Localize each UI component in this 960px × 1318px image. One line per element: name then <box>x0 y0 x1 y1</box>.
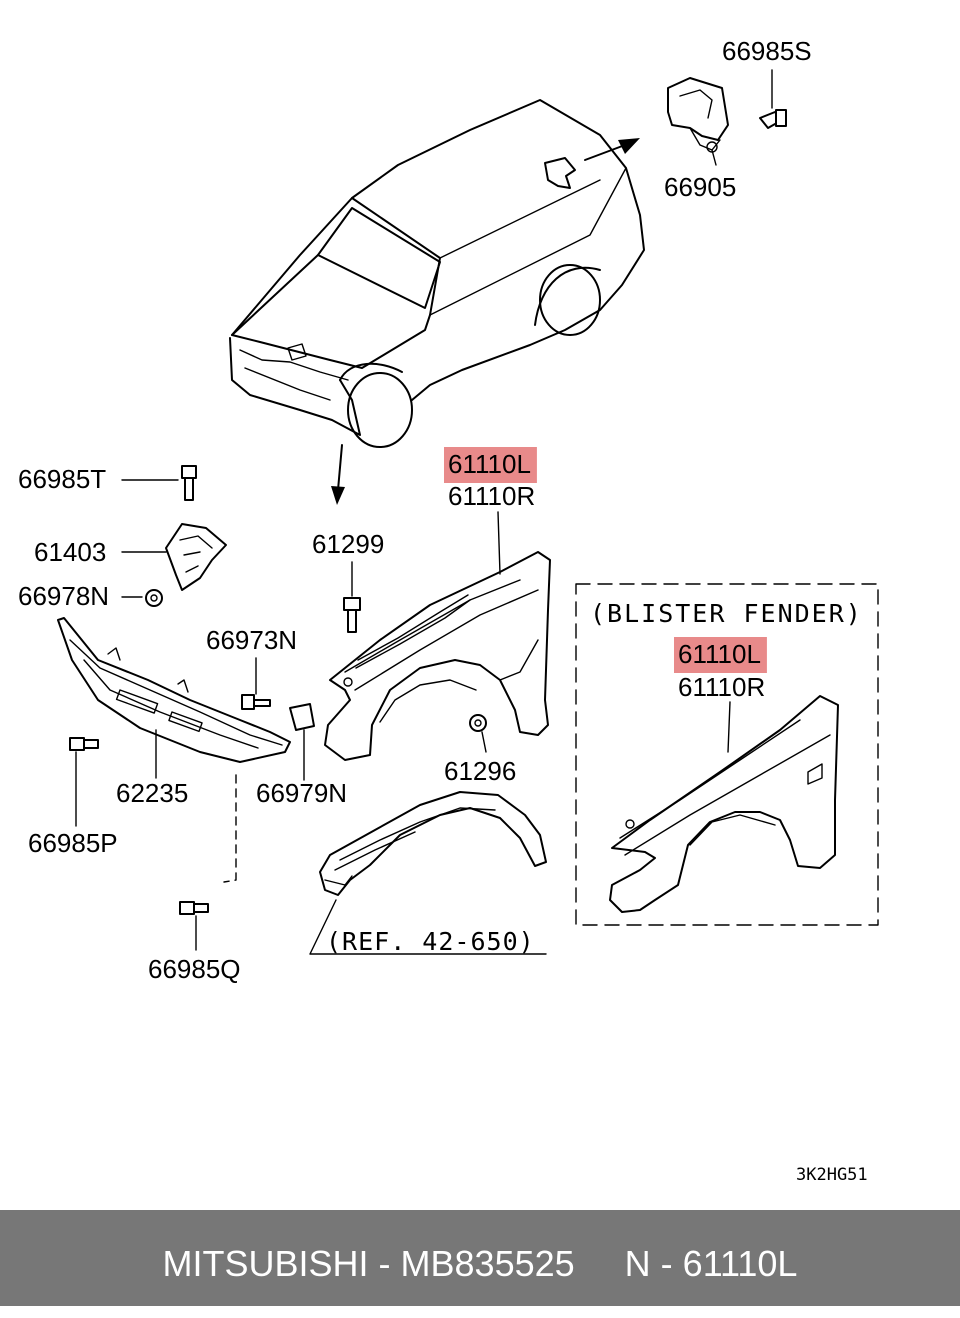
label-fender-left: 61110L <box>448 449 531 479</box>
grille-panel-62235 <box>57 617 291 763</box>
label-66985s: 66985S <box>722 36 812 66</box>
footer-text: MITSUBISHI - MB835525 N - 61110L <box>162 1243 798 1284</box>
label-62235: 62235 <box>116 778 188 808</box>
bolt-66985p <box>69 737 99 751</box>
label-66973n: 66973N <box>206 625 297 655</box>
label-blister-left: 61110L <box>678 639 761 669</box>
blister-title: (BLISTER FENDER) <box>590 599 863 628</box>
label-66905: 66905 <box>664 172 736 202</box>
ref-note: (REF. 42-650) <box>326 927 535 956</box>
bolt-66985q <box>179 901 209 915</box>
footer-bar: MITSUBISHI - MB835525 N - 61110L <box>0 1210 960 1306</box>
highlight-blister-left <box>674 637 767 673</box>
highlight-fender-left <box>444 447 537 483</box>
nut-66978n <box>145 589 163 607</box>
clip-66979n <box>289 703 315 731</box>
vehicle-illustration <box>229 99 645 505</box>
label-66985t: 66985T <box>18 464 106 494</box>
nut-61296 <box>469 714 487 732</box>
bracket-61403 <box>165 523 227 591</box>
label-fender-right: 61110R <box>448 481 535 511</box>
label-66985p: 66985P <box>28 828 118 858</box>
label-61296: 61296 <box>444 756 516 786</box>
blister-fender-box: (BLISTER FENDER) 61110L 61110R <box>575 583 879 926</box>
label-61403: 61403 <box>34 537 106 567</box>
label-66985q: 66985Q <box>148 954 241 984</box>
front-fender <box>324 551 551 761</box>
label-66978n: 66978N <box>18 581 109 611</box>
drawing-code: 3K2HG51 <box>796 1165 868 1185</box>
label-blister-right: 61110R <box>678 672 765 702</box>
parts-diagram: 66985S 66905 66985T 61403 66978N 62235 6… <box>18 36 879 1185</box>
bolt-66985s <box>759 109 787 129</box>
rear-bracket <box>667 77 729 166</box>
screw-66973n <box>241 694 271 710</box>
label-66979n: 66979N <box>256 778 347 808</box>
bolt-66985t <box>181 465 197 501</box>
bolt-61299 <box>343 597 361 633</box>
label-61299: 61299 <box>312 529 384 559</box>
fender-liner <box>319 791 547 896</box>
